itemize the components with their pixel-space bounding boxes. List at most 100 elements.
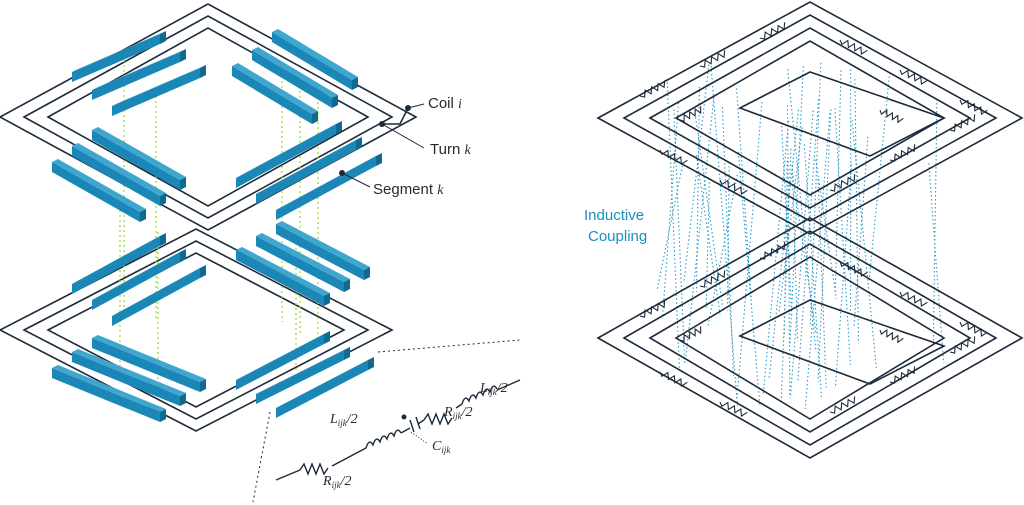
inductor-left [365,429,402,449]
resistor-zigzag-19 [829,396,856,414]
upper-coil-loop-0 [0,3,418,231]
segment-leader [341,172,371,188]
bar-lower-ne-2-front [276,224,364,280]
bar-upper-sw-1 [72,143,166,206]
inductive-coupling-line-21 [721,107,735,376]
bar-upper-nw-1 [92,49,186,100]
resistor-zigzag-1 [699,50,726,68]
inductive-coupling-line-34 [768,109,800,379]
bar-upper-sw-0-side [140,209,146,222]
turn-leader [381,123,425,149]
resistor-zigzag-4 [899,69,928,86]
bar-upper-ne-1-front [252,50,332,108]
bar-upper-nw-1-top [92,49,186,90]
bar-lower-sw-1-top [72,349,186,396]
bar-upper-se-0-top [236,121,342,178]
inductive-coupling-line-0 [778,127,803,312]
bar-lower-ne-0-front [236,250,324,306]
resistor-zigzag-5 [959,99,988,116]
bar-lower-ne-0-side [324,293,330,306]
bar-upper-se-1-front [256,140,356,204]
resistor-lower [299,462,329,476]
bar-upper-ne-0-top [272,29,358,80]
inductive-coupling-line-43 [803,144,823,399]
bar-upper-ne-2-top [232,63,318,114]
bar-upper-ne-1-top [252,47,338,98]
resistor-zigzag-17 [659,371,688,388]
bar-upper-se-2-front [276,156,376,220]
bar-lower-ne-2-side [364,267,370,280]
bar-upper-ne-0-side [352,77,358,90]
bar-lower-nw-2-top [112,265,206,316]
label-L-top: Lijk/2 [479,381,508,397]
bar-lower-se-0-top [236,331,330,380]
bar-lower-nw-1-side [180,249,186,262]
segment-bars [52,29,382,422]
bar-lower-nw-2-front [112,268,200,326]
bar-lower-sw-0-side [160,409,166,422]
lead-wire [382,107,409,125]
bar-lower-sw-0-front [52,368,160,422]
circuit-wire-3 [400,427,411,434]
bar-upper-sw-1-top [72,143,166,196]
right-lower-loop-3 [674,256,946,420]
circuit-wire-2 [331,447,367,467]
inductive-coupling-line-42 [792,175,817,335]
inductive-coupling-line-44 [817,178,827,388]
bar-lower-sw-1-side [180,393,186,406]
bar-lower-se-1-side [344,347,350,360]
equivalent-circuit [275,379,521,481]
right-coil-panel: Inductive Coupling [584,1,1024,459]
bar-lower-se-1 [256,347,350,404]
inductive-coupling-line-16 [783,160,788,338]
right-lower-loop-2 [648,243,972,433]
turn-label-group: Turn k [379,121,471,158]
inductive-coupling-lines [656,62,945,409]
bar-upper-sw-0 [52,159,146,222]
left-coil-panel: Coil i Turn k Segment k [0,3,521,503]
bar-upper-ne-2-front [232,66,312,124]
upper-coil-loop-2 [46,27,370,207]
inductive-coupling-line-29 [815,159,837,299]
bar-upper-se-0-side [336,121,342,134]
bar-lower-nw-1-top [92,249,186,300]
bar-lower-nw-1-front [92,252,180,310]
bar-lower-nw-1 [92,249,186,310]
inductive-coupling-line-2 [817,109,832,382]
bar-upper-sw-0-top [52,159,146,212]
coil-label-group: Coil i [405,95,462,112]
label-L-left: Lijk/2 [329,412,358,428]
bar-upper-nw-0-top [72,31,166,72]
resistor-zigzag-12 [699,270,726,288]
resistor-segments [639,22,988,418]
inductive-coupling-line-9 [797,99,820,381]
bar-lower-ne-0-top [236,247,330,296]
label-R-lower: Rijk/2 [322,474,351,490]
resistor-zigzag-20 [889,366,916,384]
inductive-coupling-line-31 [661,102,680,319]
resistor-zigzag-22 [679,106,702,123]
bar-lower-se-2-top [276,357,374,408]
bar-upper-nw-2-side [200,65,206,78]
bar-upper-se-0 [236,121,342,188]
bar-lower-sw-1-front [72,352,180,406]
bar-upper-nw-2-top [112,65,206,106]
resistor-zigzag-21 [949,336,976,354]
bar-lower-ne-1 [256,233,350,292]
resistor-zigzag-23 [879,108,904,124]
resistor-zigzag-15 [899,291,928,308]
inductive-label-line2: Coupling [588,228,647,245]
resistor-zigzag-13 [759,242,786,260]
inductive-coupling-line-33 [834,70,842,295]
resistor-zigzag-7 [719,179,748,196]
bar-upper-ne-0-front [272,32,352,90]
circuit-wire-6 [496,379,521,391]
inductive-coupling-line-38 [685,96,715,359]
bar-lower-sw-2-front [92,338,200,392]
bar-upper-ne-1 [252,47,338,108]
bar-lower-se-1-front [256,350,344,404]
inductive-coupling-line-45 [787,69,817,353]
resistor-zigzag-6 [659,149,688,166]
bar-upper-se-1-top [256,137,362,194]
